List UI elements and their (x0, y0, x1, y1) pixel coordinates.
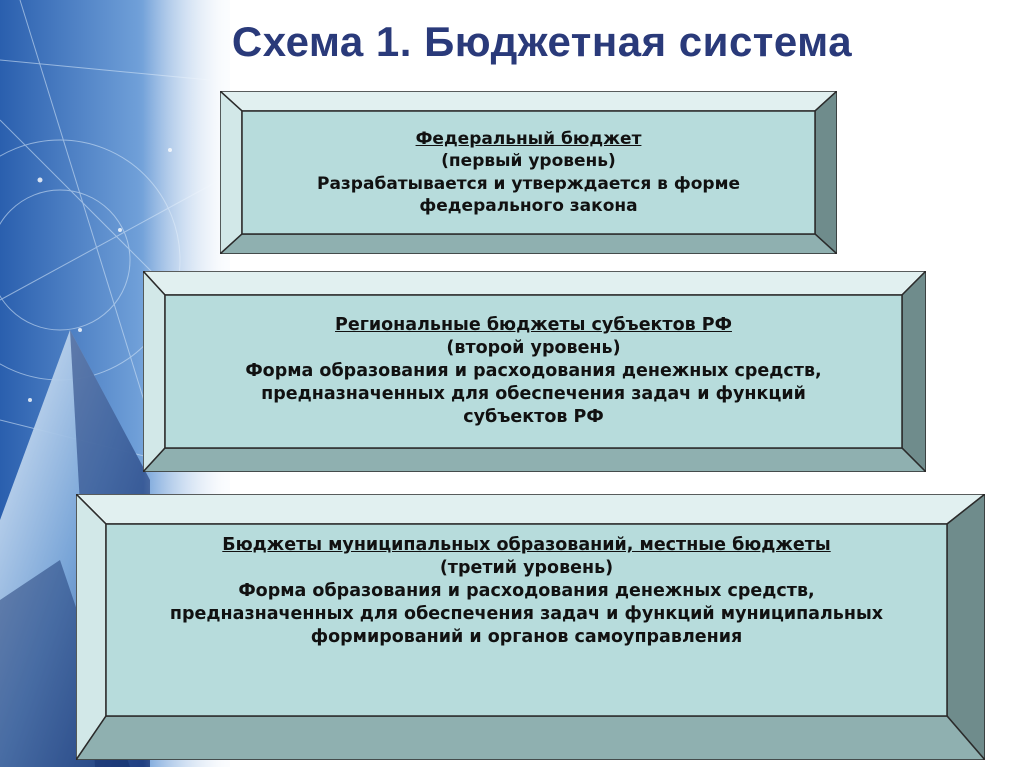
level-label: (третий уровень) (439, 558, 614, 579)
description-line: Форма образования и расходования денежны… (245, 360, 822, 381)
level-heading: Бюджеты муниципальных образований, местн… (222, 535, 831, 555)
bevel-frame (143, 271, 926, 472)
box-content: Бюджеты муниципальных образований, местн… (106, 524, 947, 716)
description-line: Разрабатывается и утверждается в форме (317, 173, 740, 194)
level-label: (первый уровень) (441, 151, 616, 172)
description-line: субъектов РФ (463, 407, 604, 428)
level-heading: Региональные бюджеты субъектов РФ (335, 314, 732, 335)
municipal-budgets-box: Бюджеты муниципальных образований, местн… (76, 494, 985, 760)
level-label: (второй уровень) (446, 337, 621, 358)
description-line: Форма образования и расходования денежны… (238, 581, 815, 602)
regional-budgets-box: Региональные бюджеты субъектов РФ (второ… (143, 271, 926, 472)
description-line: формирований и органов самоуправления (310, 627, 743, 648)
bevel-frame (220, 91, 837, 254)
description-line: предназначенных для обеспечения задач и … (169, 604, 884, 625)
federal-budget-box: Федеральный бюджет (первый уровень) Разр… (220, 91, 837, 254)
description-line: федерального закона (419, 195, 638, 216)
page-title: Схема 1. Бюджетная система (231, 18, 853, 65)
box-content: Региональные бюджеты субъектов РФ (второ… (165, 295, 902, 448)
description-line: предназначенных для обеспечения задач и … (261, 384, 806, 405)
box-content: Федеральный бюджет (первый уровень) Разр… (242, 111, 815, 234)
level-heading: Федеральный бюджет (415, 128, 642, 149)
bevel-frame (76, 494, 985, 760)
